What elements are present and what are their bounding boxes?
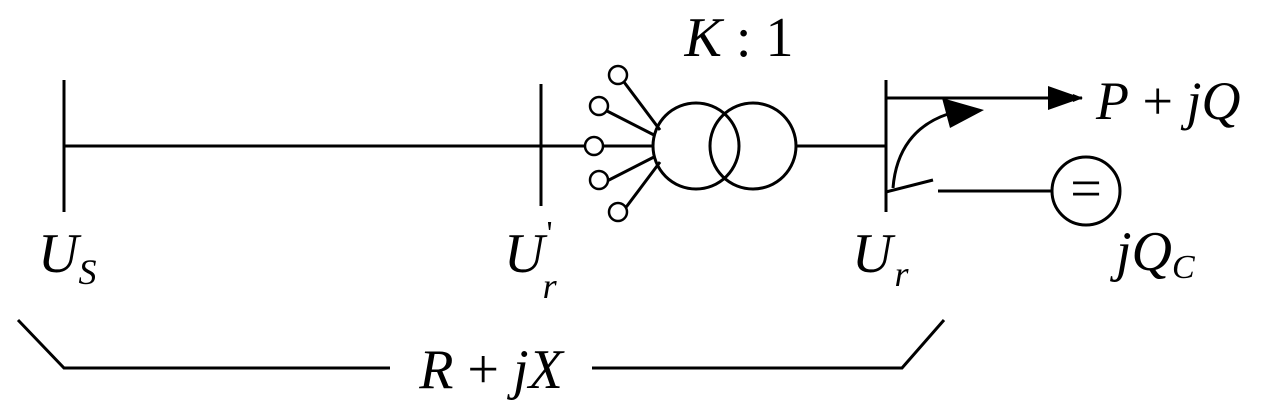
impedance-plus: + [453, 339, 513, 401]
intermediate-voltage-prime: ' [546, 215, 552, 252]
impedance-bracket-left [16, 318, 390, 370]
impedance-jx: jX [507, 339, 566, 401]
tap-contact [588, 95, 610, 117]
secondary-winding [708, 101, 798, 191]
tap-lead [606, 155, 655, 183]
intermediate-voltage-main: U [504, 223, 548, 285]
tap-contact [607, 64, 629, 86]
load-jq: jQ [1180, 71, 1240, 131]
compensator-symbol: = [1050, 155, 1122, 227]
compensator-circle [1050, 155, 1122, 227]
switch-operation-arrow [891, 112, 949, 189]
transformer-ratio: K : 1 [684, 7, 794, 69]
receiving-voltage-main: U [852, 223, 896, 285]
tap-changer [583, 64, 662, 223]
impedance-label: R + jX [418, 339, 565, 401]
impedance-r: R [418, 339, 453, 401]
sending-voltage-main: U [38, 223, 82, 285]
sending-voltage-label: US [38, 223, 96, 292]
switch-arrowhead-icon [942, 98, 984, 128]
tap-lead [622, 161, 662, 211]
compensator-main: jQ [1110, 221, 1172, 283]
ratio-separator: : [722, 7, 766, 69]
tap-lead [622, 81, 662, 131]
intermediate-voltage-sub: r [543, 266, 558, 306]
transformer-symbol [651, 101, 798, 191]
tap-contact [607, 201, 629, 223]
sending-voltage-sub: S [78, 252, 96, 292]
intermediate-voltage-label: U' r [504, 215, 558, 306]
load-label: P + jQ [1095, 71, 1240, 131]
primary-winding [651, 101, 741, 191]
compensator-sub: C [1172, 249, 1195, 286]
receiving-voltage-label: Ur [852, 223, 909, 294]
ratio-n: 1 [765, 7, 793, 69]
tap-contact [588, 169, 610, 191]
switch-blade [885, 178, 934, 194]
impedance-bracket-right [592, 319, 946, 370]
compensator-label: jQC [1110, 221, 1195, 286]
receiving-voltage-sub: r [894, 254, 909, 294]
compensator-symbol-text: = [1070, 158, 1102, 220]
load-arrowhead-icon [1048, 86, 1082, 110]
tap-contact [583, 135, 605, 157]
load-plus: + [1129, 71, 1186, 131]
tap-lead [606, 109, 655, 137]
load-p: P [1095, 71, 1129, 131]
ratio-k: K [684, 7, 725, 69]
